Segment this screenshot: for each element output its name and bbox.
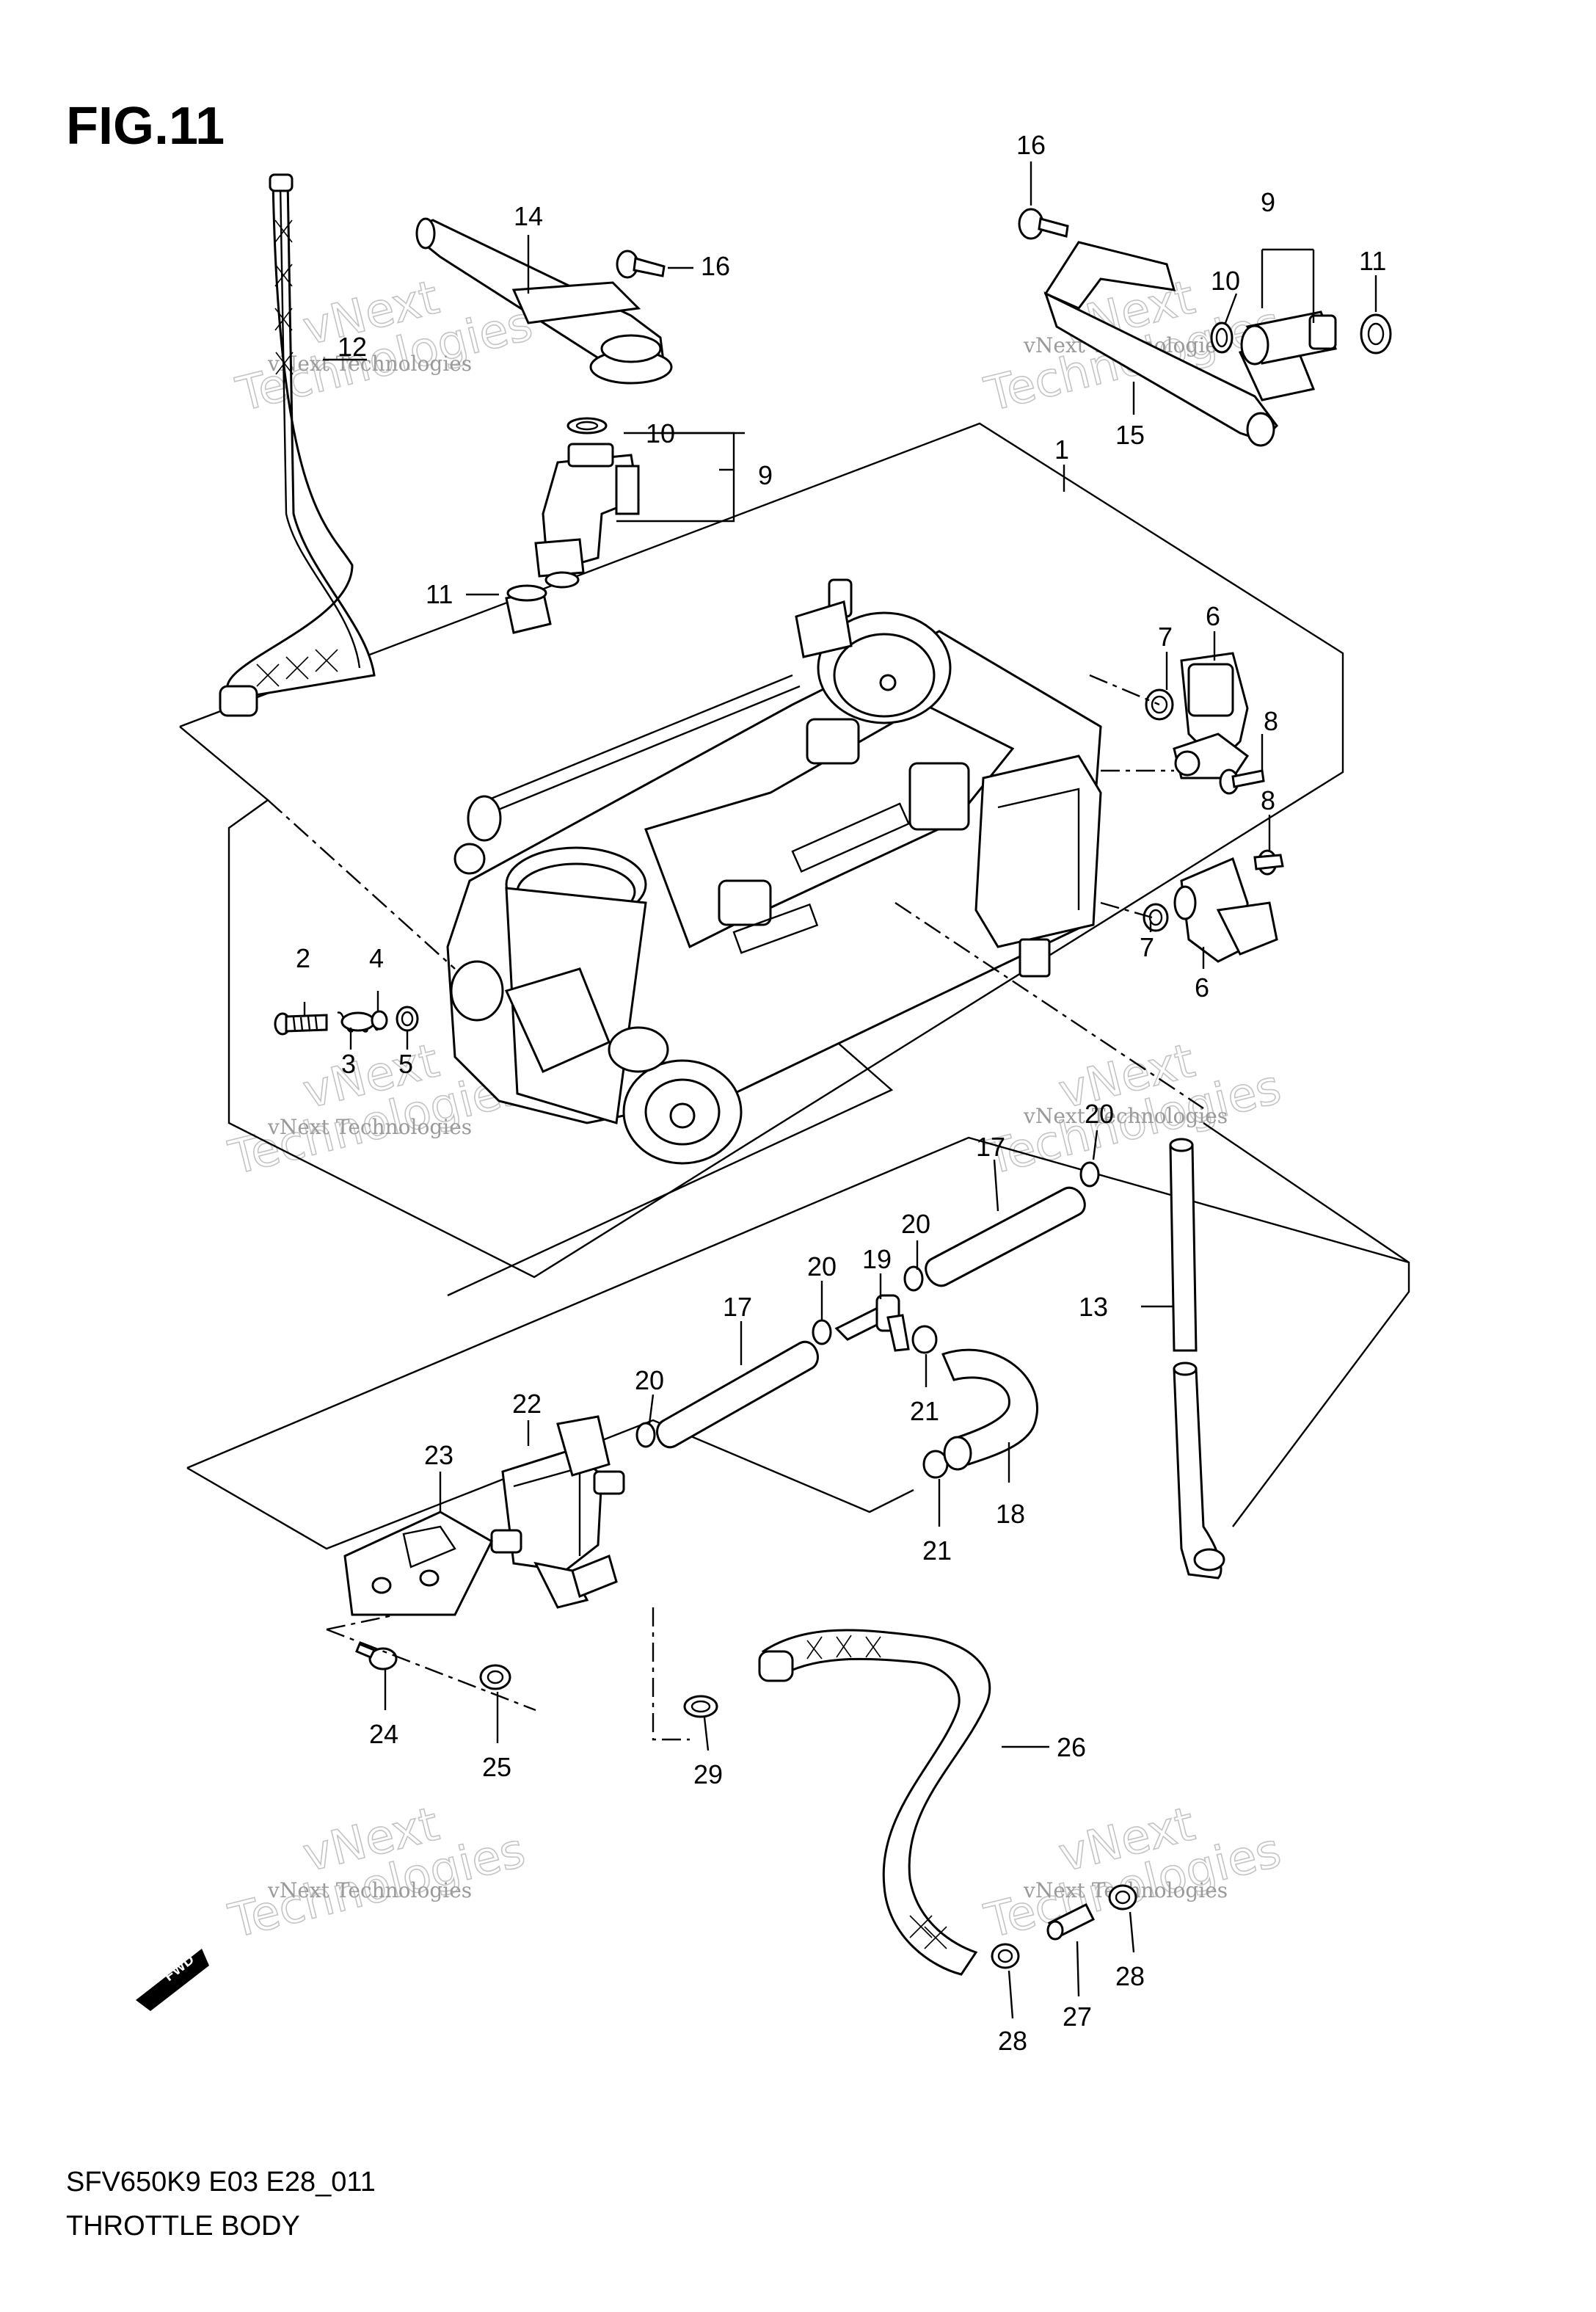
watermark-group: Technologies vNext vNext Technologies Te…: [223, 270, 1286, 1950]
callout-14: 14: [514, 201, 543, 231]
leader-lines: [303, 161, 1377, 2019]
callout-18: 18: [996, 1499, 1025, 1529]
solenoid-valve-22: [490, 1415, 625, 1609]
breather-hose-13: [1169, 1138, 1225, 1579]
clip-20-b: [903, 1265, 924, 1292]
clamp-28-b: [1108, 1884, 1137, 1911]
callout-21-upper: 21: [910, 1396, 939, 1426]
callout-17-lower: 17: [723, 1292, 752, 1322]
sensor-set-lower: [1143, 849, 1284, 963]
clamp-28-a: [991, 1943, 1020, 1969]
clip-20-a: [1079, 1161, 1100, 1188]
hose-26: [758, 1629, 991, 1976]
callout-2: 2: [296, 943, 310, 973]
svg-text:vNext Technologies: vNext Technologies: [1023, 1104, 1228, 1128]
callout-20-d: 20: [635, 1365, 664, 1395]
watermark-mid-right: Technologies vNext vNext Technologies: [979, 1033, 1286, 1187]
adjust-screw-2: [274, 1012, 328, 1036]
bracket-23: [343, 1511, 493, 1616]
svg-text:vNext Technologies: vNext Technologies: [267, 352, 472, 376]
callout-6-lower: 6: [1195, 973, 1209, 1003]
watermark-bottom-left: Technologies vNext vNext Technologies: [223, 1797, 531, 1950]
callout-15: 15: [1115, 420, 1145, 450]
callout-16-right: 16: [1016, 130, 1046, 160]
watermark-bottom-right: Technologies vNext vNext Technologies: [979, 1797, 1286, 1950]
callout-3: 3: [341, 1049, 356, 1079]
callout-10-left: 10: [646, 418, 675, 448]
callout-23: 23: [424, 1440, 453, 1470]
hose-joint-19: [834, 1294, 910, 1352]
figure-title: FIG.11: [66, 97, 225, 156]
callout-20-c: 20: [807, 1251, 837, 1282]
callout-12: 12: [338, 332, 367, 362]
vacuum-hose-17-lower: [656, 1340, 819, 1449]
clip-20-c: [812, 1319, 832, 1345]
callout-25: 25: [482, 1752, 511, 1782]
callout-9-right: 9: [1261, 187, 1275, 217]
clip-21-a: [911, 1325, 938, 1354]
callout-10-right: 10: [1211, 266, 1240, 296]
nut-25: [479, 1664, 511, 1690]
vacuum-hose-18: [941, 1348, 1038, 1471]
callout-17-upper: 17: [976, 1132, 1005, 1162]
callout-1: 1: [1054, 435, 1069, 465]
callout-8-lower: 8: [1261, 785, 1275, 815]
forward-direction-arrow-icon: FWD: [136, 1949, 209, 2011]
callout-5: 5: [398, 1049, 413, 1079]
bolt-24: [355, 1643, 398, 1671]
callout-20-b: 20: [901, 1209, 930, 1239]
svg-text:vNext Technologies: vNext Technologies: [267, 1878, 472, 1902]
callout-7-lower: 7: [1140, 932, 1154, 962]
fuel-delivery-pipe-14: [415, 217, 673, 385]
callout-11-right: 11: [1359, 246, 1386, 276]
sensor-set-upper: [1145, 652, 1265, 795]
injector-set-left: [505, 417, 640, 634]
washer-4: [371, 1010, 388, 1030]
callout-labels: 1 2 3 4 5 6 6 7 7 8 8 9 9 10 10 11 11 12…: [296, 130, 1386, 2056]
joint-27: [1046, 1902, 1096, 1941]
callout-20-a: 20: [1085, 1099, 1114, 1129]
callout-26: 26: [1057, 1732, 1086, 1762]
callout-7-upper: 7: [1158, 622, 1173, 652]
callout-11-left: 11: [426, 579, 453, 609]
screw-16-right: [1018, 208, 1069, 240]
clamp-29: [683, 1695, 718, 1718]
callout-29: 29: [693, 1759, 723, 1789]
injector-set-right: [1210, 310, 1392, 366]
callout-4: 4: [369, 943, 384, 973]
throttle-body-1: [446, 578, 1102, 1165]
callout-8-upper: 8: [1264, 706, 1278, 736]
model-code-caption: SFV650K9 E03 E28_011: [66, 2167, 376, 2198]
svg-text:vNext Technologies: vNext Technologies: [267, 1115, 472, 1139]
callout-13: 13: [1079, 1292, 1108, 1322]
callout-27: 27: [1063, 2002, 1092, 2032]
callout-28-left: 28: [998, 2026, 1027, 2056]
clip-20-d: [635, 1422, 656, 1448]
callout-9-left: 9: [758, 460, 773, 490]
callout-21-lower: 21: [922, 1535, 952, 1566]
callout-6-upper: 6: [1206, 601, 1220, 631]
o-ring-5: [396, 1006, 419, 1032]
assembly-dashed-lines: [267, 674, 1204, 1741]
callout-22: 22: [512, 1389, 542, 1419]
callout-19: 19: [862, 1244, 892, 1274]
figure-name-caption: THROTTLE BODY: [66, 2211, 300, 2242]
hose-12: [219, 173, 376, 717]
callout-16-left: 16: [701, 251, 730, 281]
callout-28-right: 28: [1115, 1961, 1145, 1991]
screw-16-left: [616, 250, 666, 279]
vacuum-hose-17-upper: [925, 1186, 1086, 1287]
callout-24: 24: [369, 1719, 398, 1749]
